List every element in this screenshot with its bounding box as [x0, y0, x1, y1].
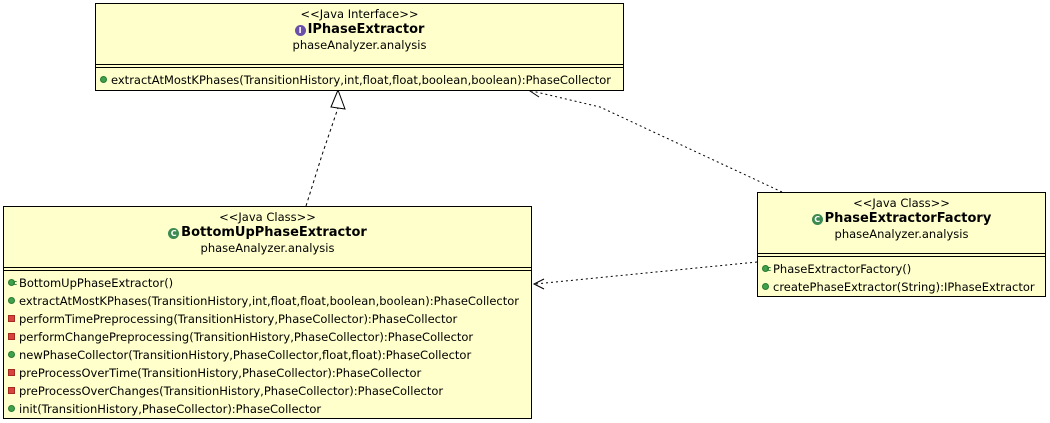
operation-item[interactable]: extractAtMostKPhases(TransitionHistory,i… [100, 71, 623, 89]
operation-compartment: PhaseExtractorFactory() createPhaseExtra… [758, 257, 1045, 296]
operation-item[interactable]: preProcessOverChanges(TransitionHistory,… [8, 382, 531, 400]
class-name: PhaseExtractorFactory [824, 211, 992, 226]
operation-item[interactable]: performTimePreprocessing(TransitionHisto… [8, 310, 531, 328]
class-name: BottomUpPhaseExtractor [181, 225, 367, 240]
operation-item[interactable]: extractAtMostKPhases(TransitionHistory,i… [8, 292, 531, 310]
operation-item[interactable]: BottomUpPhaseExtractor() [8, 274, 531, 292]
operation-item[interactable]: preProcessOverTime(TransitionHistory,Pha… [8, 364, 531, 382]
operation-compartment: extractAtMostKPhases(TransitionHistory,i… [96, 68, 623, 89]
operation-item[interactable]: createPhaseExtractor(String):IPhaseExtra… [762, 278, 1045, 296]
public-icon [762, 283, 769, 290]
constructor-icon [762, 260, 771, 278]
realization-arrowhead [330, 88, 346, 110]
operation-item[interactable]: PhaseExtractorFactory() [762, 260, 1045, 278]
public-icon [8, 297, 15, 304]
attribute-compartment [758, 254, 1045, 257]
private-icon [8, 387, 15, 394]
class-icon: C [168, 228, 180, 239]
dependency-arrowhead-bottomup [532, 278, 545, 290]
package-label: phaseAnalyzer.analysis [834, 227, 969, 241]
class-icon: C [811, 214, 823, 225]
operation-item[interactable]: performChangePreprocessing(TransitionHis… [8, 328, 531, 346]
attribute-compartment [4, 268, 531, 271]
public-icon [8, 351, 15, 358]
private-icon [8, 369, 15, 376]
private-icon [8, 333, 15, 340]
public-icon [100, 76, 107, 83]
public-icon [8, 405, 15, 412]
private-icon [8, 315, 15, 322]
interface-icon: I [294, 25, 306, 36]
realization-line [305, 107, 339, 207]
stereotype-label: <<Java Class>> [219, 210, 316, 224]
operation-item[interactable]: init(TransitionHistory,PhaseCollector):P… [8, 400, 531, 418]
stereotype-label: <<Java Class>> [853, 196, 950, 210]
dependency-line-interface [531, 90, 783, 193]
constructor-icon [8, 274, 17, 292]
stereotype-label: <<Java Interface>> [300, 7, 419, 21]
operation-compartment: BottomUpPhaseExtractor() extractAtMostKP… [4, 271, 531, 418]
package-label: phaseAnalyzer.analysis [200, 241, 335, 255]
class-name: IPhaseExtractor [307, 22, 425, 37]
operation-item[interactable]: newPhaseCollector(TransitionHistory,Phas… [8, 346, 531, 364]
attribute-compartment [96, 65, 623, 68]
package-label: phaseAnalyzer.analysis [292, 38, 427, 52]
dependency-line-bottomup [534, 261, 758, 285]
